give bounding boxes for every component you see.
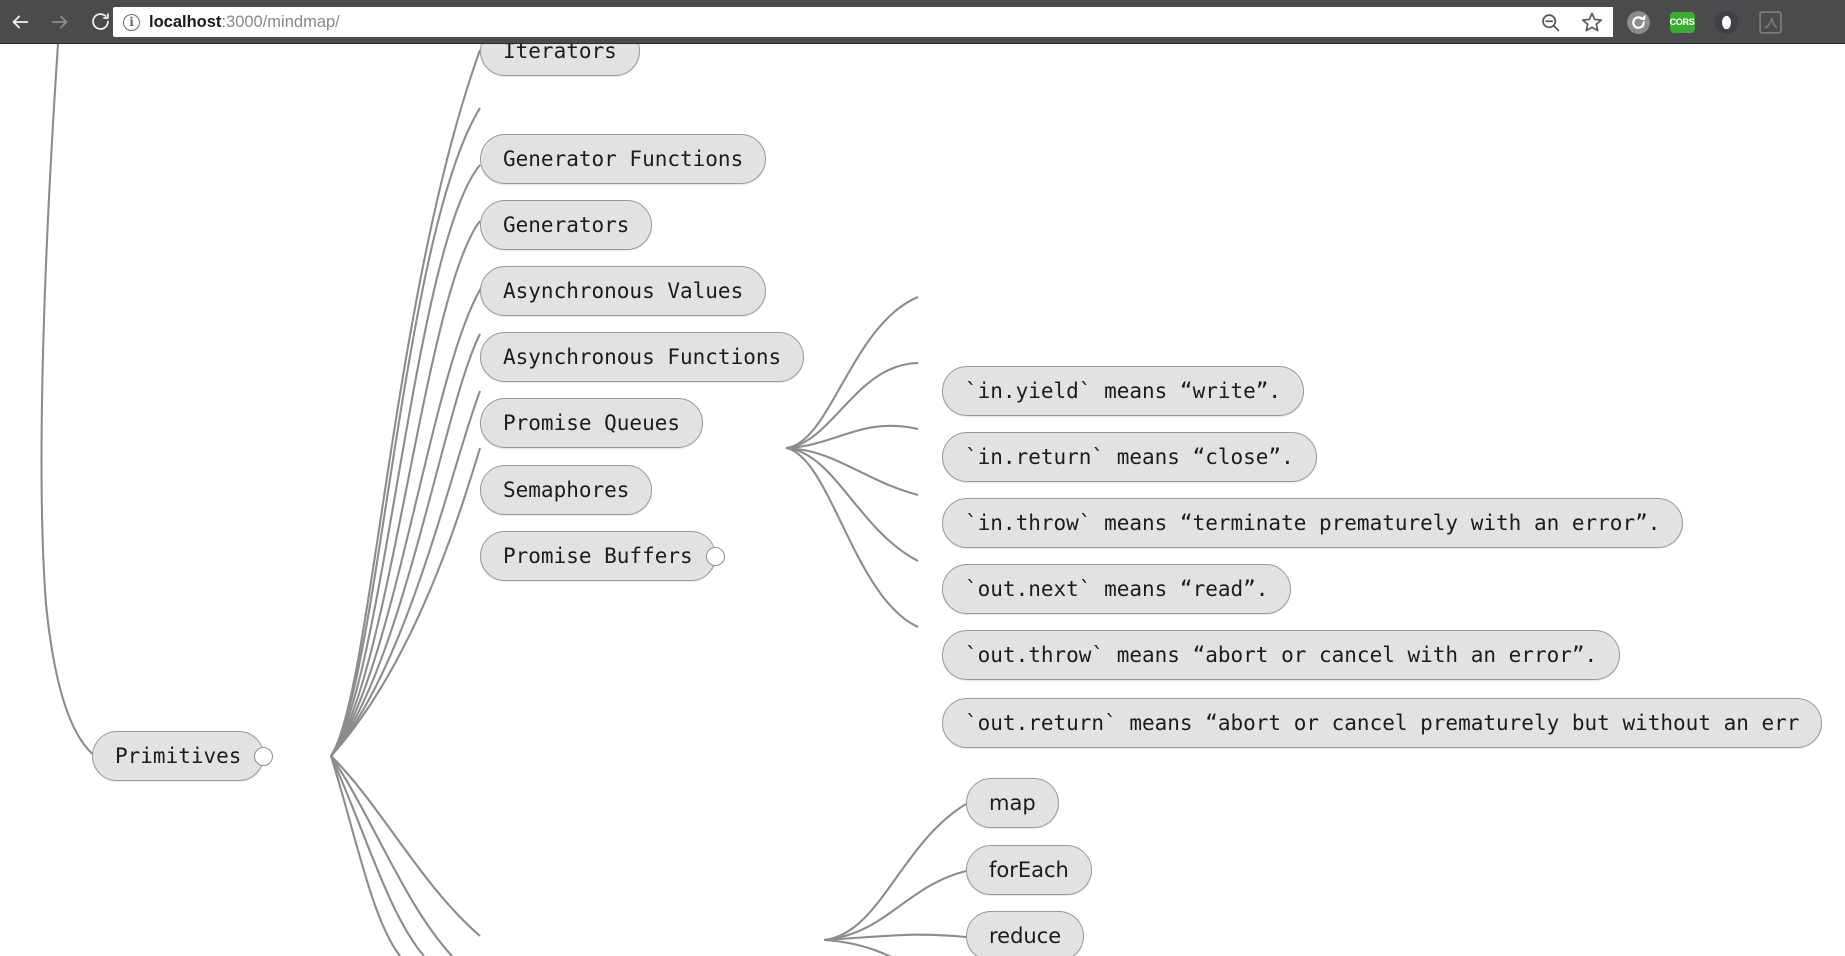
node-label: Asynchronous Values [503,279,744,303]
addressbar-actions [1480,7,1613,37]
refresh-extension-icon[interactable] [1625,9,1651,35]
mindmap-node-map[interactable]: map [966,778,1059,828]
node-label: Asynchronous Functions [503,345,782,369]
node-label: `in.yield` means “write”. [965,379,1282,403]
mindmap-node-reduce[interactable]: reduce [966,911,1085,956]
mindmap-node-asynchronous-values[interactable]: Asynchronous Values [480,266,767,316]
mindmap-node-iterators[interactable]: Iterators [480,44,640,76]
node-label: Generators [503,213,630,237]
mindmap-node-in-throw[interactable]: `in.throw` means “terminate prematurely … [942,498,1684,548]
star-icon[interactable] [1581,11,1603,33]
mindmap-node-generators[interactable]: Generators [480,200,653,250]
mindmap-node-generator-functions[interactable]: Generator Functions [480,134,767,184]
mindmap-node-out-return[interactable]: `out.return` means “abort or cancel prem… [942,698,1823,748]
node-label: Primitives [115,744,242,768]
pdf-extension-icon[interactable] [1757,9,1783,35]
mindmap-node-promise-queues[interactable]: Promise Queues [480,398,704,448]
mindmap-node-asynchronous-functions[interactable]: Asynchronous Functions [480,332,805,382]
node-label: Semaphores [503,478,630,502]
node-label: forEach [989,858,1069,882]
node-label: Iterators [503,44,617,63]
node-label: `in.return` means “close”. [965,445,1294,469]
browser-toolbar: i localhost:3000/mindmap/ CORS [0,0,1845,44]
node-label: `out.next` means “read”. [965,577,1269,601]
extension-icons: CORS [1625,0,1783,44]
forward-arrow-icon [40,0,80,44]
zoom-out-icon[interactable] [1540,12,1561,33]
mindmap-node-foreach[interactable]: forEach [966,845,1092,895]
node-label: Promise Queues [503,411,681,435]
node-label: `in.throw` means “terminate prematurely … [965,511,1661,535]
node-label: reduce [989,924,1062,948]
dark-reader-extension-icon[interactable] [1713,9,1739,35]
url-path: :3000/mindmap/ [221,12,340,31]
collapse-handle-promise-buffers[interactable] [705,547,725,566]
back-arrow-icon[interactable] [0,0,40,44]
url-text: localhost:3000/mindmap/ [149,13,340,32]
mindmap-node-out-next[interactable]: `out.next` means “read”. [942,564,1292,614]
node-label: `out.throw` means “abort or cancel with … [965,643,1598,667]
mindmap-edges [40,44,967,956]
mindmap-canvas[interactable]: Primitives Iterators Generator Functions… [0,44,1845,956]
mindmap-node-promise-buffers[interactable]: Promise Buffers [480,531,725,581]
mindmap-node-in-return[interactable]: `in.return` means “close”. [942,432,1317,482]
collapse-handle-primitives[interactable] [254,747,274,766]
address-bar[interactable]: i localhost:3000/mindmap/ [113,7,1613,37]
node-label: `out.return` means “abort or cancel prem… [965,711,1800,735]
node-label: Generator Functions [503,147,744,171]
mindmap-node-in-yield[interactable]: `in.yield` means “write”. [942,366,1305,416]
node-label: map [989,791,1036,815]
cors-badge-label: CORS [1669,11,1695,33]
reload-icon[interactable] [80,0,120,44]
site-info-icon[interactable]: i [123,13,140,31]
mindmap-node-primitives[interactable]: Primitives [92,731,274,781]
url-host: localhost [149,12,222,31]
mindmap-node-out-throw[interactable]: `out.throw` means “abort or cancel with … [942,630,1621,680]
node-label: Promise Buffers [503,544,693,568]
cors-extension-icon[interactable]: CORS [1669,9,1695,35]
mindmap-node-semaphores[interactable]: Semaphores [480,465,653,515]
